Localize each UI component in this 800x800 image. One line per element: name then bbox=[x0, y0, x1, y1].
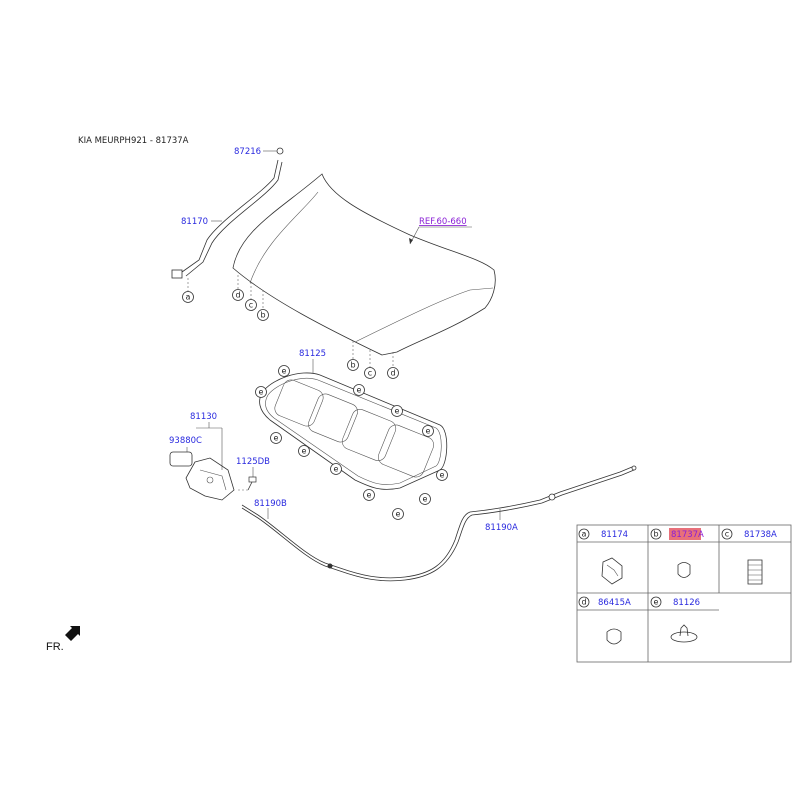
legend-part-number[interactable]: 81126 bbox=[673, 598, 700, 608]
stopper-icon bbox=[747, 559, 763, 585]
svg-text:c: c bbox=[368, 369, 372, 378]
svg-text:e: e bbox=[357, 386, 362, 395]
callout-d: d bbox=[232, 289, 244, 301]
legend-part-number[interactable]: 81174 bbox=[601, 530, 628, 540]
clip-retainer-icon bbox=[670, 631, 698, 643]
legend-item-c: c 81738A bbox=[721, 528, 777, 585]
front-arrow-icon bbox=[65, 626, 80, 641]
callout-a: a bbox=[182, 291, 194, 303]
svg-text:e: e bbox=[302, 447, 307, 456]
fastener-legend-table: a 81174 b 81737A c 81738A d 86415A e 811… bbox=[576, 524, 792, 663]
svg-text:e: e bbox=[274, 434, 279, 443]
hood-panel bbox=[232, 173, 496, 356]
part-number-81190B[interactable]: 81190B bbox=[254, 499, 287, 509]
svg-text:e: e bbox=[334, 465, 339, 474]
callout-e-group: e e e e e e e e e e e e bbox=[255, 365, 448, 520]
legend-part-number[interactable]: 86415A bbox=[598, 598, 631, 608]
svg-text:c: c bbox=[249, 301, 253, 310]
callout-b: b bbox=[257, 309, 269, 321]
bumper-icon bbox=[677, 562, 691, 578]
svg-text:e: e bbox=[440, 471, 445, 480]
svg-text:d: d bbox=[235, 291, 240, 300]
part-number-81125[interactable]: 81125 bbox=[299, 349, 326, 359]
hood-latch-assembly bbox=[169, 422, 235, 501]
legend-item-a: a 81174 bbox=[578, 528, 628, 585]
part-number-87216[interactable]: 87216 bbox=[234, 147, 261, 157]
part-number-81130[interactable]: 81130 bbox=[190, 412, 217, 422]
part-number-81170[interactable]: 81170 bbox=[181, 217, 208, 227]
legend-part-number[interactable]: 81737A bbox=[671, 530, 704, 540]
callout-b: b bbox=[347, 359, 359, 371]
grommet-icon bbox=[606, 628, 622, 645]
hood-release-cable bbox=[241, 465, 637, 582]
legend-item-b: b 81737A bbox=[650, 528, 704, 578]
diagram-title: KIA MEURPH921 - 81737A bbox=[78, 136, 189, 146]
reference-label[interactable]: REF.60-660 bbox=[409, 217, 472, 245]
bolt bbox=[236, 467, 257, 491]
clip-icon bbox=[601, 557, 623, 585]
svg-text:e: e bbox=[282, 367, 287, 376]
svg-text:e: e bbox=[367, 491, 372, 500]
part-number-81190A[interactable]: 81190A bbox=[485, 523, 518, 533]
front-label: FR. bbox=[46, 641, 64, 653]
svg-text:e: e bbox=[395, 407, 400, 416]
part-number-1125DB[interactable]: 1125DB bbox=[236, 457, 270, 467]
svg-text:e: e bbox=[426, 427, 431, 436]
svg-text:b: b bbox=[260, 311, 265, 320]
svg-text:b: b bbox=[653, 530, 658, 539]
svg-text:d: d bbox=[581, 598, 586, 607]
reference-link[interactable]: REF.60-660 bbox=[419, 217, 467, 227]
svg-text:e: e bbox=[654, 598, 659, 607]
callout-c: c bbox=[364, 367, 376, 379]
hood-stay-rod bbox=[171, 147, 284, 279]
svg-text:d: d bbox=[390, 369, 395, 378]
legend-item-e: e 81126 bbox=[650, 596, 700, 643]
highlight-81737A bbox=[669, 528, 701, 540]
svg-text:e: e bbox=[259, 388, 264, 397]
legend-item-d: d 86415A bbox=[578, 596, 631, 645]
svg-text:e: e bbox=[423, 495, 428, 504]
svg-text:c: c bbox=[725, 530, 729, 539]
svg-text:a: a bbox=[186, 293, 191, 302]
legend-part-number[interactable]: 81738A bbox=[744, 530, 777, 540]
svg-text:e: e bbox=[396, 510, 401, 519]
front-indicator: FR. bbox=[46, 626, 80, 653]
svg-text:a: a bbox=[582, 530, 587, 539]
svg-text:b: b bbox=[350, 361, 355, 370]
callout-d: d bbox=[387, 367, 399, 379]
part-number-93880C[interactable]: 93880C bbox=[169, 436, 202, 446]
callout-c: c bbox=[245, 299, 257, 311]
